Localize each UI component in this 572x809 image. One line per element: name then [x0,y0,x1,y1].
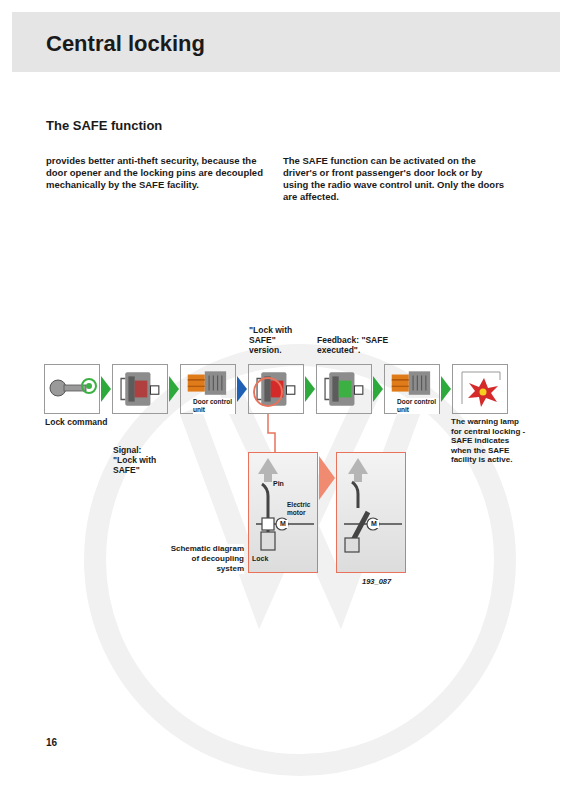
lock-cylinder-ring [82,379,96,393]
part-label: Pin [273,480,293,488]
lock-part [345,538,359,552]
flow-arrow [373,376,383,402]
step-label: Signal: "Lock with SAFE" [113,445,165,476]
schematic-box: M [336,452,406,573]
header-band [12,12,560,72]
step-label: "Lock with SAFE" version. [249,325,303,356]
schematic-ground [336,452,406,573]
movement-arrow [258,458,278,482]
door-lock-icon [121,372,159,406]
flow-arrow [305,376,315,402]
step-box: Feedback: "SAFE executed". [316,364,372,414]
body-text: provides better anti-theft security, bec… [46,155,272,191]
part-label: Lock [252,555,278,563]
body-text: The SAFE function can be activated on th… [283,155,509,203]
electric-motor [367,518,379,530]
step-label: Lock command [45,417,117,427]
watermark-ring [95,355,505,765]
pin [352,482,358,508]
schematic-box: PinElectric motorLock M [248,452,318,573]
flow-arrow [169,376,179,402]
flow-arrow [237,376,247,402]
key-icon [50,379,96,396]
step-box: Signal: "Lock with SAFE" [112,364,168,414]
part-label: Electric motor [287,501,317,517]
motor-symbol: M [369,520,379,528]
detail-circle [254,378,282,406]
leader-connector [268,414,275,452]
watermark-logo [95,355,505,765]
lock-part [261,532,275,550]
coupling-lever [262,518,274,530]
door-lock-icon [257,372,295,406]
page-title: Central locking [46,30,205,58]
motor-symbol: M [278,520,288,528]
door-control-unit-icon [188,371,226,394]
electric-motor [276,518,288,530]
flow-arrow [319,456,335,500]
lamp-burst [468,378,498,407]
step-box: Door control unit [384,364,440,414]
schematic-ground [248,452,318,573]
step-box: Door control unit [180,364,236,414]
section-heading: The SAFE function [46,118,346,134]
door-lock-icon [325,372,363,406]
step-box: "Lock with SAFE" version. [248,364,304,414]
step-box: The warning lamp for central locking - S… [452,364,508,414]
flow-arrow [101,376,111,402]
lock-cylinder [86,383,92,389]
figure-note: Schematic diagram of decoupling system [166,544,244,574]
warning-lamp-icon [462,372,500,407]
page-number: 16 [46,737,76,750]
door-control-unit-icon [392,371,430,394]
figure-number: 193_087 [362,577,412,586]
step-label: Feedback: "SAFE executed". [317,335,391,355]
step-box: Lock command [44,364,100,414]
movement-arrow [348,458,368,482]
flow-arrow [441,376,451,402]
key-head [50,380,66,396]
lamp-core [480,389,487,396]
step-label: The warning lamp for central locking - S… [451,417,531,465]
step-label: Door control unit [193,398,235,414]
step-label: Door control unit [397,398,439,414]
schematic-decoupled [344,458,402,552]
